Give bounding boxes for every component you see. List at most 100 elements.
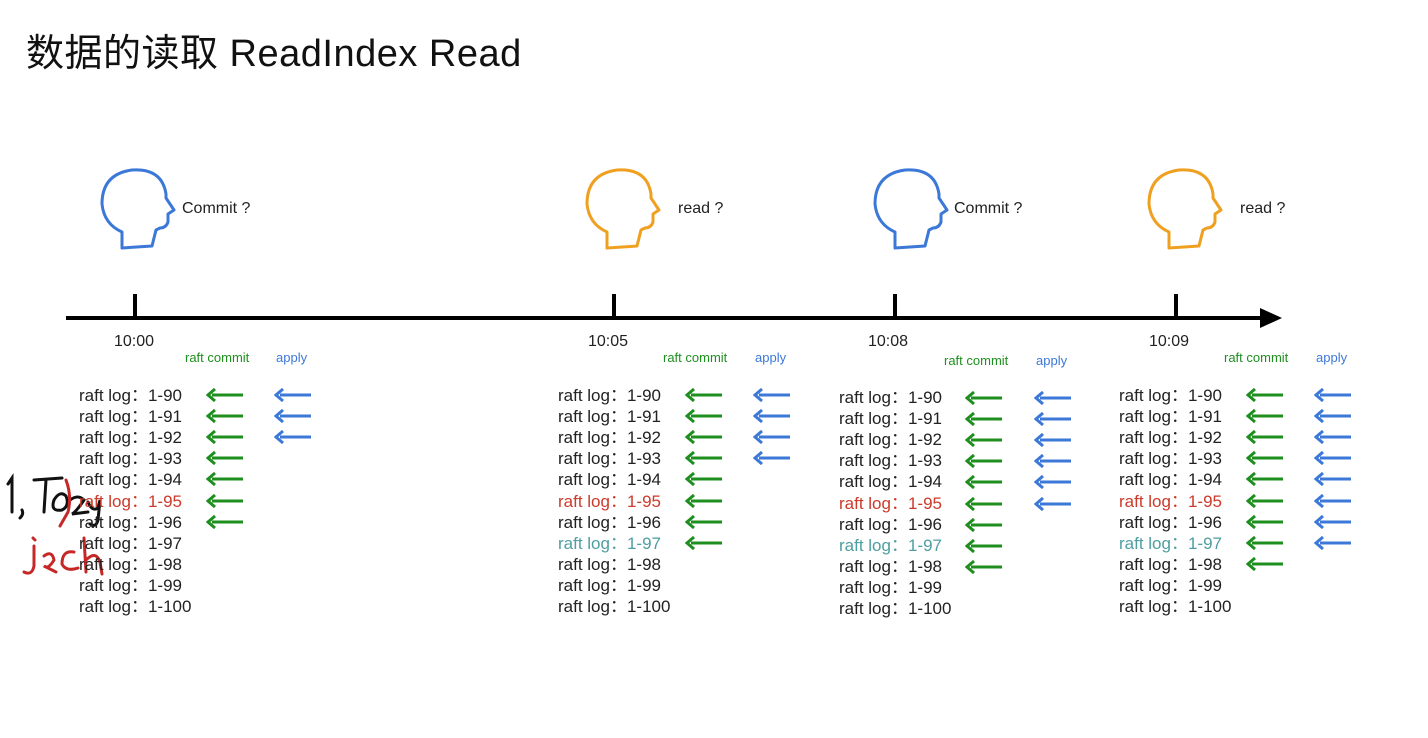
commit-arrow-icon (1245, 387, 1284, 403)
apply-arrow-icon (1313, 451, 1352, 466)
raft-log-entry: raft log：1-100 (839, 599, 952, 618)
apply-arrow-icon (1313, 472, 1352, 487)
apply-arrow-icon (1033, 433, 1072, 448)
raft-log-entry: raft log：1-96 (79, 512, 182, 532)
raft-log-entry: raft log：1-92 (558, 428, 661, 448)
raft-log-entry: raft log：1-97 (839, 535, 942, 555)
commit-arrow-icon (684, 493, 723, 508)
raft-log-entry: raft log：1-96 (558, 512, 661, 532)
page-title: 数据的读取 ReadIndex Read (26, 33, 522, 75)
handwriting-annotation (6, 473, 102, 527)
apply-arrow-icon (1033, 496, 1072, 511)
apply-arrow-icon (273, 387, 312, 403)
raft-log-entry: raft log：1-98 (1119, 554, 1222, 574)
raft-log-entry: raft log：1-98 (839, 556, 942, 576)
raft-log-entry: raft log：1-97 (1119, 533, 1222, 553)
raft-log-entry: raft log：1-91 (1119, 407, 1222, 427)
raft-log-entry: raft log：1-94 (558, 470, 661, 490)
time-label: 10:00 (114, 333, 155, 350)
commit-arrow-icon (205, 451, 244, 466)
commit-arrow-icon (964, 559, 1003, 574)
commit-arrow-icon (1245, 535, 1284, 550)
apply-arrow-icon (273, 408, 312, 424)
commit-arrow-icon (205, 387, 244, 403)
commit-arrow-icon (1245, 556, 1284, 571)
commit-arrow-icon (1245, 493, 1284, 508)
head-icon (873, 168, 949, 250)
commit-arrow-icon (1245, 451, 1284, 466)
time-label: 10:09 (1149, 333, 1190, 350)
raft-log-entry: raft log：1-98 (558, 554, 661, 574)
raft-commit-header: raft commit (185, 350, 250, 365)
apply-header: apply (1316, 350, 1348, 365)
raft-log-entry: raft log：1-93 (558, 449, 661, 469)
raft-commit-header: raft commit (1224, 350, 1289, 365)
raft-commit-header: raft commit (944, 353, 1009, 368)
handwriting-annotation (22, 478, 104, 576)
commit-arrow-icon (964, 475, 1003, 490)
question-label: Commit ? (182, 200, 251, 217)
apply-arrow-icon (1313, 493, 1352, 508)
question-label: Commit ? (954, 200, 1023, 217)
commit-arrow-icon (1245, 514, 1284, 529)
raft-log-entry: raft log：1-95 (839, 493, 942, 513)
apply-header: apply (276, 350, 308, 365)
commit-arrow-icon (684, 451, 723, 466)
commit-arrow-icon (684, 430, 723, 445)
raft-log-entry: raft log：1-91 (79, 407, 182, 427)
commit-arrow-icon (684, 535, 723, 550)
commit-arrow-icon (964, 433, 1003, 448)
commit-arrow-icon (1245, 408, 1284, 424)
raft-log-entry: raft log：1-90 (558, 386, 661, 405)
apply-arrow-icon (1033, 454, 1072, 469)
apply-arrow-icon (1313, 387, 1352, 403)
raft-log-entry: raft log：1-98 (79, 554, 182, 574)
commit-arrow-icon (684, 387, 723, 403)
raft-log-entry: raft log：1-95 (1119, 491, 1222, 511)
raft-log-entry: raft log：1-94 (1119, 470, 1222, 490)
commit-arrow-icon (684, 514, 723, 529)
apply-arrow-icon (1313, 408, 1352, 424)
raft-log-entry: raft log：1-92 (839, 430, 942, 450)
raft-log-entry: raft log：1-90 (1119, 386, 1222, 405)
apply-arrow-icon (752, 408, 791, 424)
commit-arrow-icon (964, 496, 1003, 511)
apply-arrow-icon (1313, 535, 1352, 550)
commit-arrow-icon (1245, 430, 1284, 445)
commit-arrow-icon (964, 390, 1003, 406)
raft-log-entry: raft log：1-100 (79, 597, 192, 616)
commit-arrow-icon (205, 514, 244, 529)
raft-commit-header: raft commit (663, 350, 728, 365)
raft-log-entry: raft log：1-97 (558, 533, 661, 553)
apply-arrow-icon (1313, 514, 1352, 529)
commit-arrow-icon (205, 472, 244, 487)
raft-log-entry: raft log：1-93 (1119, 449, 1222, 469)
commit-arrow-icon (205, 408, 244, 424)
commit-arrow-icon (205, 430, 244, 445)
raft-log-entry: raft log：1-91 (558, 407, 661, 427)
head-icon (1147, 168, 1223, 250)
time-label: 10:08 (868, 333, 909, 350)
head-icon (100, 168, 176, 250)
commit-arrow-icon (684, 408, 723, 424)
apply-arrow-icon (273, 430, 312, 445)
raft-log-entry: raft log：1-94 (79, 470, 182, 490)
raft-log-entry: raft log：1-93 (839, 451, 942, 471)
apply-arrow-icon (1033, 475, 1072, 490)
question-label: read ? (1240, 200, 1286, 217)
apply-header: apply (1036, 353, 1068, 368)
raft-log-entry: raft log：1-99 (79, 575, 182, 595)
raft-log-entry: raft log：1-90 (79, 386, 182, 405)
apply-arrow-icon (752, 430, 791, 445)
commit-arrow-icon (205, 493, 244, 508)
head-icon (585, 168, 661, 250)
raft-log-entry: raft log：1-99 (558, 575, 661, 595)
apply-arrow-icon (1033, 411, 1072, 427)
raft-log-entry: raft log：1-95 (558, 491, 661, 511)
commit-arrow-icon (964, 411, 1003, 427)
commit-arrow-icon (964, 517, 1003, 532)
commit-arrow-icon (1245, 472, 1284, 487)
raft-log-entry: raft log：1-99 (1119, 575, 1222, 595)
raft-log-entry: raft log：1-100 (1119, 597, 1232, 616)
